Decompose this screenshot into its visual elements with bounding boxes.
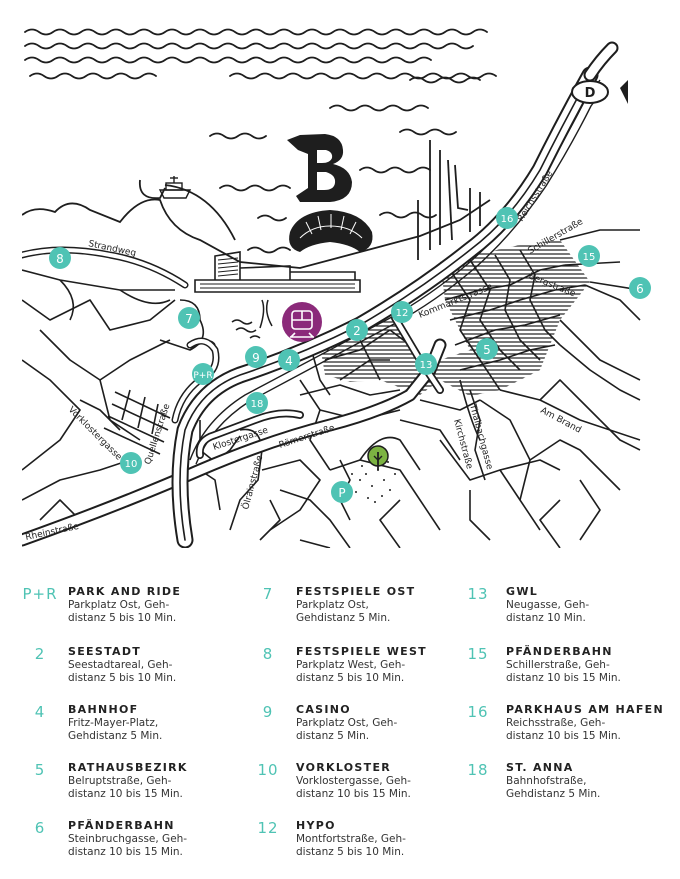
legend-title: HYPO bbox=[296, 819, 336, 832]
legend-number: 7 bbox=[262, 585, 274, 603]
marker-9[interactable]: 9 bbox=[245, 346, 267, 368]
legend-desc: Parkplatz West, Geh- distanz 5 bis 10 Mi… bbox=[296, 659, 406, 684]
legend-title: PARK AND RIDE bbox=[68, 585, 182, 598]
marker-5[interactable]: 5 bbox=[476, 338, 498, 360]
legend-title: RATHAUSBEZIRK bbox=[68, 761, 188, 774]
ship-icon bbox=[158, 176, 192, 199]
legend-title: VORKLOSTER bbox=[296, 761, 392, 774]
legend-title: FESTSPIELE WEST bbox=[296, 645, 427, 658]
marker-12[interactable]: 12 bbox=[391, 301, 413, 323]
marker-13[interactable]: 13 bbox=[415, 353, 437, 375]
festival-hall bbox=[194, 251, 361, 293]
legend-title: GWL bbox=[506, 585, 539, 598]
legend-desc: Belruptstraße, Geh- distanz 10 bis 15 Mi… bbox=[68, 775, 183, 800]
legend-desc: Steinbruchgasse, Geh- distanz 10 bis 15 … bbox=[68, 833, 188, 858]
marker-parking-label: P bbox=[338, 486, 345, 500]
legend-desc: Schillerstraße, Geh- distanz 10 bis 15 M… bbox=[506, 659, 621, 684]
legend-title: PFÄNDERBAHN bbox=[68, 819, 175, 832]
legend-title: BAHNHOF bbox=[68, 703, 139, 716]
marker-pr[interactable]: P+R bbox=[192, 363, 214, 385]
shoreline bbox=[22, 140, 491, 269]
marker-2-label: 2 bbox=[353, 324, 361, 338]
legend-title: PFÄNDERBAHN bbox=[506, 645, 613, 658]
highway-sign-label: D bbox=[585, 86, 596, 101]
legend-title: CASINO bbox=[296, 703, 351, 716]
legend-number: 12 bbox=[257, 819, 279, 837]
legend-title: FESTSPIELE OST bbox=[296, 585, 416, 598]
highway-sign-d: D bbox=[571, 80, 628, 104]
legend-number: 6 bbox=[34, 819, 46, 837]
legend-desc: Seestadtareal, Geh- distanz 5 bis 10 Min… bbox=[68, 659, 177, 684]
legend-number: 5 bbox=[34, 761, 46, 779]
legend-desc: Parkplatz Ost, Gehdistanz 5 Min. bbox=[296, 599, 391, 624]
marker-18[interactable]: 18 bbox=[246, 392, 268, 414]
marker-16-label: 16 bbox=[501, 214, 514, 225]
legend-number: 10 bbox=[257, 761, 279, 779]
park-area bbox=[345, 445, 396, 503]
legend-title: ST. ANNA bbox=[506, 761, 574, 774]
marker-15[interactable]: 15 bbox=[578, 245, 600, 267]
legend-number: 15 bbox=[467, 645, 489, 663]
street-grid bbox=[22, 229, 641, 548]
marker-pr-label: P+R bbox=[193, 371, 212, 381]
legend-title: SEESTADT bbox=[68, 645, 142, 658]
marker-9-label: 9 bbox=[252, 351, 260, 365]
marker-5-label: 5 bbox=[483, 343, 491, 357]
label-kirchstrasse: Kirchstraße bbox=[451, 418, 474, 470]
marker-parking[interactable]: P bbox=[331, 481, 353, 503]
legend-number: 2 bbox=[34, 645, 46, 663]
small-waves bbox=[231, 299, 273, 339]
legend-desc: Parkplatz Ost, Geh- distanz 5 Min. bbox=[296, 717, 398, 742]
train-station-marker[interactable] bbox=[282, 302, 322, 342]
marker-8-label: 8 bbox=[56, 252, 64, 266]
legend-number: 8 bbox=[262, 645, 274, 663]
label-oelrainstrasse: Ölrainstraße bbox=[240, 454, 265, 511]
city-map: D Strandweg Reichsstraße Schillerstraße … bbox=[22, 28, 651, 548]
legend-number: 4 bbox=[34, 703, 46, 721]
location-markers: P+R 2 4 5 6 7 8 9 10 12 13 15 16 18 P bbox=[49, 207, 651, 503]
marker-4[interactable]: 4 bbox=[278, 349, 300, 371]
marker-12-label: 12 bbox=[396, 308, 409, 319]
marker-10-label: 10 bbox=[125, 459, 138, 470]
legend-desc: Parkplatz Ost, Geh- distanz 5 bis 10 Min… bbox=[68, 599, 177, 624]
marker-13-label: 13 bbox=[420, 360, 433, 371]
festival-logo bbox=[287, 134, 352, 202]
marker-8[interactable]: 8 bbox=[49, 247, 71, 269]
legend-desc: Fritz-Mayer-Platz, Gehdistanz 5 Min. bbox=[68, 717, 163, 742]
marker-6-label: 6 bbox=[636, 282, 644, 296]
legend-desc: Vorklostergasse, Geh- distanz 10 bis 15 … bbox=[296, 775, 411, 800]
marker-15-label: 15 bbox=[583, 252, 596, 263]
marker-7-label: 7 bbox=[185, 312, 193, 326]
marker-18-label: 18 bbox=[251, 399, 264, 410]
legend-desc: Montfortstraße, Geh- distanz 5 bis 10 Mi… bbox=[296, 833, 406, 858]
legend-title: PARKHAUS AM HAFEN bbox=[506, 703, 664, 716]
legend-number: 9 bbox=[262, 703, 274, 721]
legend-number: 18 bbox=[467, 761, 489, 779]
legend-desc: Bahnhofstraße, Gehdistanz 5 Min. bbox=[506, 775, 601, 800]
train-icon bbox=[290, 310, 314, 338]
lake-waves bbox=[24, 28, 497, 254]
legend-number: P+R bbox=[22, 585, 58, 603]
legend-number: 16 bbox=[467, 703, 489, 721]
marker-7[interactable]: 7 bbox=[178, 307, 200, 329]
legend-number: 13 bbox=[467, 585, 489, 603]
legend-desc: Reichsstraße, Geh- distanz 10 bis 15 Min… bbox=[506, 717, 621, 742]
marker-16[interactable]: 16 bbox=[496, 207, 518, 229]
amphitheatre-icon bbox=[289, 210, 373, 252]
marker-6[interactable]: 6 bbox=[629, 277, 651, 299]
tree-icon bbox=[367, 445, 389, 470]
marker-4-label: 4 bbox=[285, 354, 293, 368]
marker-2[interactable]: 2 bbox=[346, 319, 368, 341]
legend-desc: Neugasse, Geh- distanz 10 Min. bbox=[506, 599, 590, 624]
marker-10[interactable]: 10 bbox=[120, 452, 142, 474]
